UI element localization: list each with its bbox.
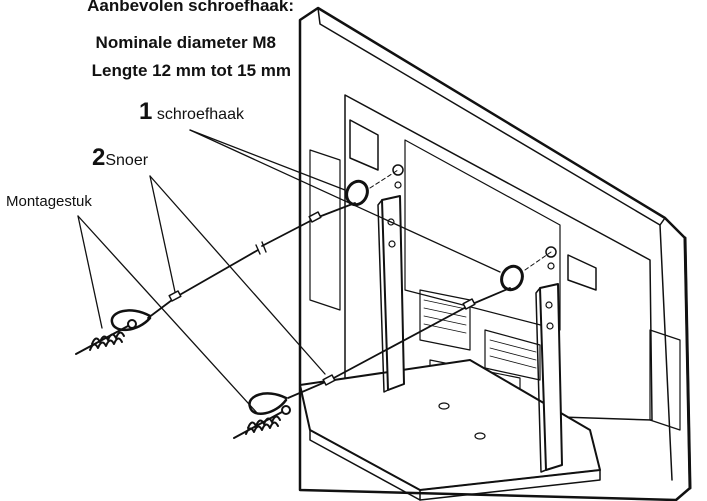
callout-screw-hook: 1 schroefhaak — [139, 100, 244, 124]
callout-mounting-fitting: Montagestuk — [6, 193, 92, 210]
mounting-fitting — [75, 319, 291, 439]
leader-lines — [77, 129, 501, 415]
callout-text-cord: Snoer — [105, 152, 149, 169]
screw-hook-eye — [345, 179, 524, 292]
callout-number-1: 1 — [139, 98, 153, 125]
header-recommended-hook: Aanbevolen schroefhaak: — [87, 0, 294, 15]
cord-sleeve — [168, 211, 476, 386]
header-length: Lengte 12 mm tot 15 mm — [91, 61, 291, 80]
cord-loop — [110, 309, 288, 415]
tv-stand-posts — [377, 195, 563, 473]
header-nominal-diameter: Nominale diameter M8 — [95, 33, 276, 52]
tv-stand-base — [299, 359, 601, 501]
callout-cord: 2Snoer — [92, 146, 148, 170]
callout-number-2: 2 — [92, 144, 106, 171]
callout-text-screw-hook: schroefhaak — [156, 106, 244, 123]
